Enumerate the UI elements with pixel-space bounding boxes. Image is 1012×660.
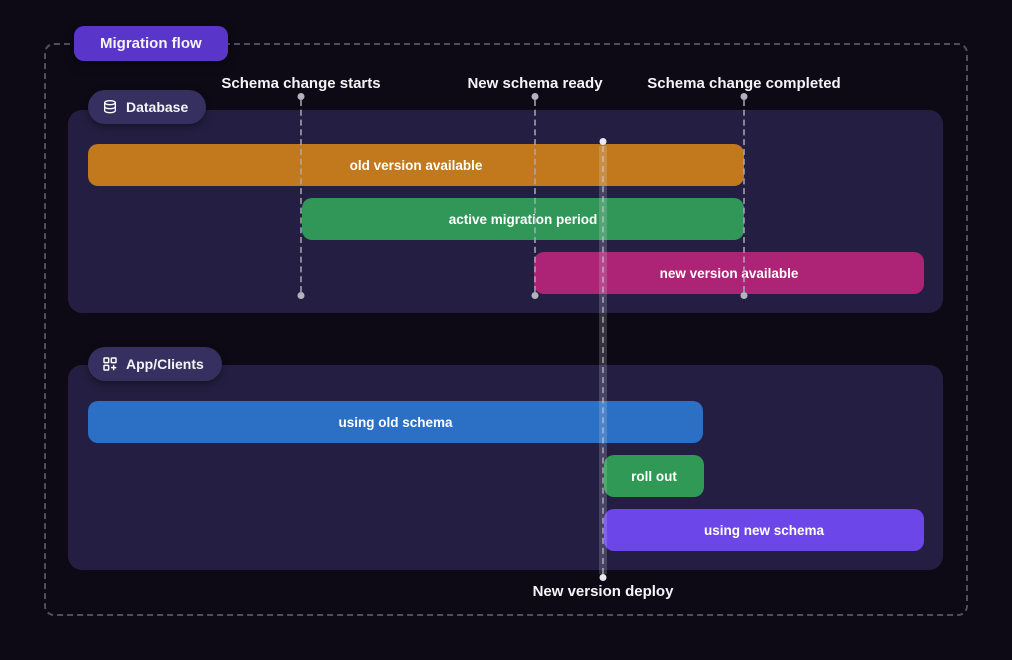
bar-label: using old schema bbox=[338, 414, 453, 430]
marker-label: New version deploy bbox=[532, 583, 674, 600]
lane-badge-label: App/Clients bbox=[126, 356, 204, 372]
deploy-dashed-line bbox=[602, 146, 604, 574]
diagram-title-badge: Migration flow bbox=[74, 26, 228, 61]
bar-label: active migration period bbox=[448, 211, 598, 227]
lane-badge-label: Database bbox=[126, 99, 189, 115]
bar-using-old-schema: using old schema bbox=[88, 401, 703, 443]
bar-label: using new schema bbox=[703, 522, 825, 538]
deploy-line bbox=[599, 146, 607, 574]
marker-dot bbox=[740, 93, 748, 100]
marker-dashed-line bbox=[743, 100, 745, 292]
lane-app-clients: using old schema roll out using new sche… bbox=[68, 365, 943, 570]
bar-label: old version available bbox=[349, 157, 483, 173]
marker-dot bbox=[740, 292, 748, 299]
marker-label: Schema change starts bbox=[221, 75, 381, 92]
bar-using-new-schema: using new schema bbox=[604, 509, 924, 551]
marker-dot bbox=[297, 292, 305, 299]
marker-dot bbox=[599, 574, 607, 581]
marker-dot bbox=[531, 292, 539, 299]
marker-label: New schema ready bbox=[467, 75, 603, 92]
bar-old-version-available: old version available bbox=[88, 144, 744, 186]
marker-label: Schema change completed bbox=[647, 75, 841, 92]
marker-dot bbox=[531, 93, 539, 100]
bar-roll-out: roll out bbox=[604, 455, 704, 497]
diagram-title: Migration flow bbox=[100, 35, 202, 52]
marker-dot bbox=[599, 138, 607, 145]
app-clients-badge: App/Clients bbox=[88, 347, 222, 381]
bar-new-version-available: new version available bbox=[534, 252, 924, 294]
marker-dashed-line bbox=[534, 100, 536, 292]
marker-dot bbox=[297, 93, 305, 100]
lane-database: old version available active migration p… bbox=[68, 110, 943, 313]
marker-dashed-line bbox=[300, 100, 302, 292]
apps-plus-icon bbox=[102, 356, 118, 372]
bar-label: new version available bbox=[659, 265, 799, 281]
bar-label: roll out bbox=[631, 468, 677, 484]
database-icon bbox=[102, 99, 118, 115]
database-badge: Database bbox=[88, 90, 207, 124]
diagram-frame bbox=[44, 43, 968, 616]
bar-active-migration-period: active migration period bbox=[302, 198, 744, 240]
